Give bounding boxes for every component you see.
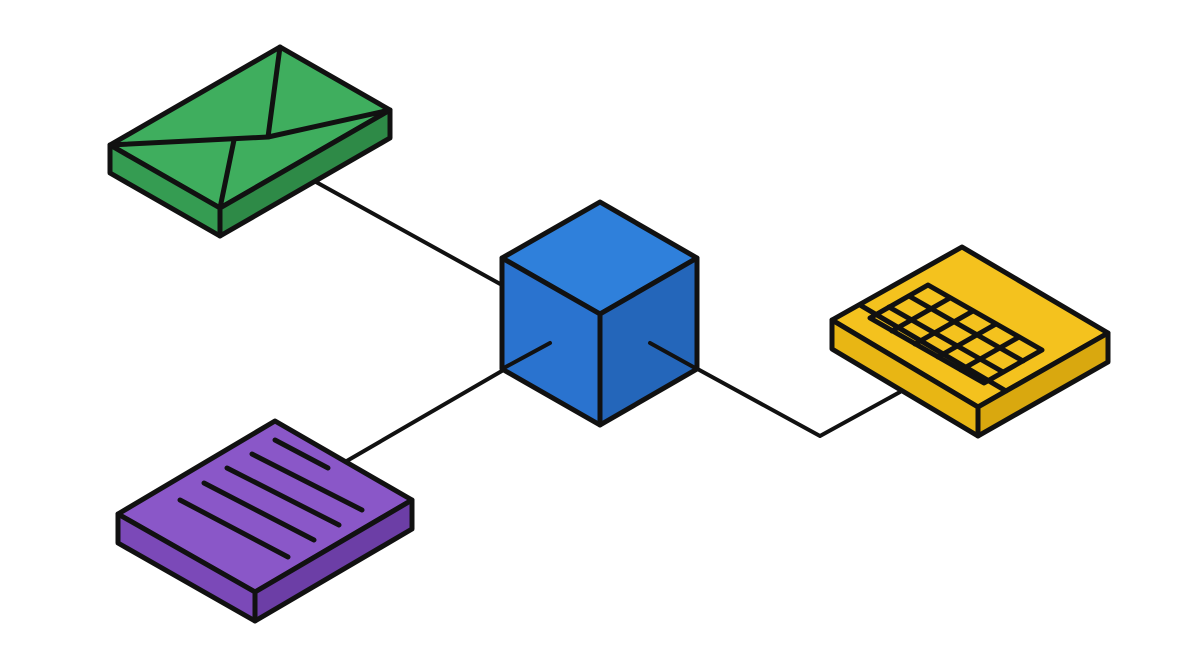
document-text-line-2 bbox=[201, 480, 317, 543]
cube-inner-connector-right bbox=[648, 341, 699, 371]
document-right-face bbox=[252, 497, 415, 624]
calendar-grid-line bbox=[935, 321, 999, 360]
document-text-line-1 bbox=[177, 497, 291, 560]
calendar-header-line bbox=[857, 302, 1009, 394]
document-text-line-4 bbox=[249, 451, 365, 513]
cube-inner-connector-left bbox=[500, 341, 552, 371]
envelope-flap-line-right bbox=[265, 107, 393, 140]
document-text-line-5 bbox=[272, 437, 331, 471]
envelope-right-face bbox=[217, 107, 393, 239]
calendar-grid-line bbox=[889, 295, 953, 334]
calendar-grid-line bbox=[906, 293, 1026, 364]
calendar-grid-line bbox=[912, 308, 976, 347]
document-icon bbox=[115, 418, 415, 624]
envelope-fold-line bbox=[217, 137, 237, 211]
envelope-icon bbox=[107, 44, 393, 239]
document-text-line-3 bbox=[224, 465, 342, 528]
connector-calendar-hub bbox=[648, 341, 902, 438]
cube-icon bbox=[499, 199, 700, 428]
calendar-grid-line bbox=[958, 334, 1022, 373]
calendar-icon bbox=[829, 244, 1111, 439]
calendar-grid-line bbox=[886, 304, 1006, 375]
calendar-right-face bbox=[975, 330, 1111, 439]
connector-email-hub bbox=[314, 180, 504, 287]
